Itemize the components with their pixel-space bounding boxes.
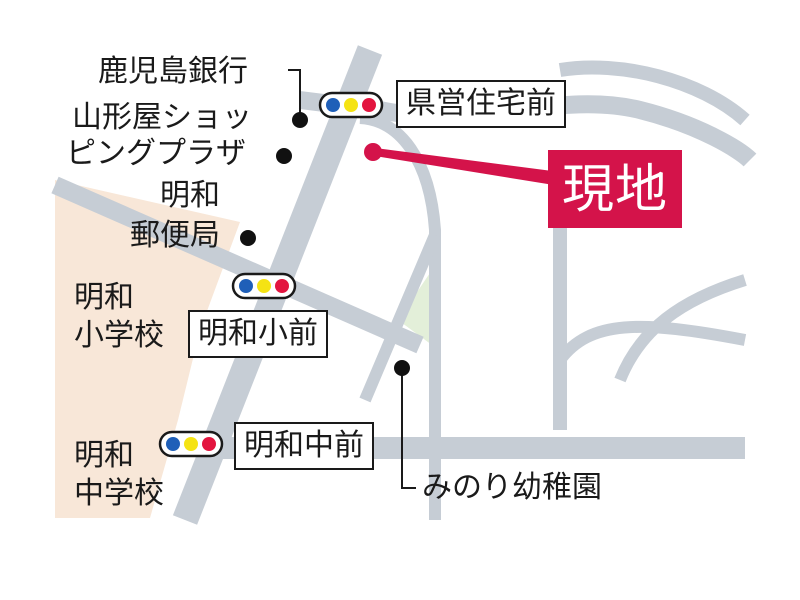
elementary-school-label-line1: 明和 <box>74 280 134 315</box>
mall-label-line2: ピングプラザ <box>66 136 246 171</box>
school-area <box>55 180 240 518</box>
site-marker <box>364 143 382 161</box>
kindergarten-marker <box>394 360 410 376</box>
traffic-signal-meiwa-chu <box>158 430 224 458</box>
bank-leader <box>288 69 301 118</box>
post-office-marker <box>240 230 256 246</box>
post-office-label-line1: 明和 <box>160 178 220 213</box>
signal-label-meiwa-sho: 明和小前 <box>188 310 328 358</box>
bank-marker <box>292 112 308 128</box>
traffic-signal-meiwa-sho <box>231 272 297 300</box>
kindergarten-label: みのり幼稚園 <box>422 470 602 505</box>
mall-label-line1: 山形屋ショッ <box>72 100 252 135</box>
kindergarten-leader <box>401 368 416 489</box>
junior-high-label-line1: 明和 <box>74 438 134 473</box>
signal-label-kenei: 県営住宅前 <box>396 80 566 128</box>
traffic-signal-kenei <box>318 91 384 119</box>
green-area <box>398 270 432 345</box>
post-office-label-line2: 郵便局 <box>130 218 220 253</box>
site-pointer <box>375 148 560 186</box>
mall-marker <box>276 148 292 164</box>
bank-label: 鹿児島銀行 <box>98 54 248 89</box>
junior-high-label-line2: 中学校 <box>74 476 164 511</box>
signal-label-meiwa-chu: 明和中前 <box>234 422 374 470</box>
elementary-school-label-line2: 小学校 <box>74 318 164 353</box>
site-label: 現地 <box>548 150 683 228</box>
